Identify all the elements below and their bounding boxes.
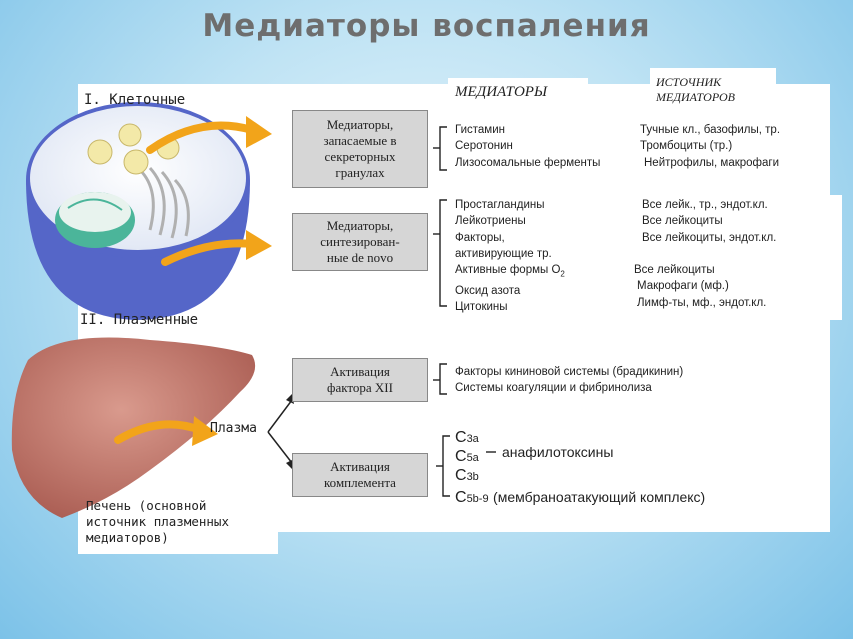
list-item: Все лейк., тр., эндот.кл. bbox=[642, 199, 768, 211]
box-line: синтезирован- bbox=[320, 234, 400, 249]
list-item: Макрофаги (мф.) bbox=[637, 280, 729, 293]
header-source-line1: ИСТОЧНИК bbox=[656, 75, 722, 89]
complement-base: С bbox=[455, 429, 467, 446]
list-item: активирующие тр. bbox=[455, 247, 552, 260]
box-line: комплемента bbox=[324, 475, 396, 490]
content-panel-footer bbox=[78, 528, 278, 554]
page-title: Медиаторы воспаления bbox=[202, 8, 651, 44]
list-item-text: Активные формы O bbox=[455, 264, 561, 277]
box-de-novo-mediators: Медиаторы, синтезирован- ные de novo bbox=[292, 213, 428, 271]
list-item bbox=[634, 246, 776, 262]
box-complement: Активация комплемента bbox=[292, 453, 428, 497]
box-line: гранулах bbox=[335, 165, 385, 180]
header-tab-mediators bbox=[448, 78, 588, 100]
orange-arrows bbox=[114, 121, 256, 444]
section-cellular: I. Клеточные bbox=[84, 92, 186, 108]
brackets bbox=[433, 126, 496, 497]
list-factor-xii: Факторы кининовой системы (брадикинин) С… bbox=[455, 364, 683, 397]
list-item: Факторы, bbox=[455, 231, 505, 244]
header-tab-source bbox=[650, 68, 776, 108]
list-item: Все лейкоциты bbox=[642, 215, 723, 228]
complement-item: С3a bbox=[455, 429, 479, 448]
granule-icons bbox=[87, 123, 180, 175]
list-item: Гистамин bbox=[455, 124, 505, 136]
list-granule-sources: Тучные кл., базофилы, тр. Тромбоциты (тр… bbox=[640, 122, 780, 171]
box-line: ные de novo bbox=[326, 250, 394, 265]
complement-base: С bbox=[455, 467, 467, 484]
list-item: Серотонин bbox=[455, 140, 513, 153]
list-item: Лейкотриены bbox=[455, 215, 526, 228]
list-item: Системы коагуляции и фибринолиза bbox=[455, 382, 652, 395]
list-granule-mediators: Гистамин Серотонин Лизосомальные фермент… bbox=[455, 122, 600, 171]
complement-list: С3a С5a С3b bbox=[455, 429, 479, 486]
list-denovo-sources: Все лейк., тр., эндот.кл. Все лейкоциты … bbox=[634, 197, 776, 311]
cell-illustration bbox=[26, 102, 250, 320]
list-item: Все лейкоциты bbox=[634, 264, 715, 277]
list-item: Лизосомальные ферменты bbox=[455, 156, 601, 169]
list-item: Оксид азота bbox=[455, 284, 521, 297]
content-panel-side bbox=[810, 195, 842, 320]
complement-sub: 5b-9 bbox=[466, 493, 489, 505]
liver-label-line: Печень (основной bbox=[86, 498, 207, 513]
list-item: Нейтрофилы, макрофаги bbox=[644, 156, 780, 169]
box-line: фактора XII bbox=[327, 380, 393, 395]
complement-base: С bbox=[455, 448, 467, 465]
list-item: Факторы кининовой системы (брадикинин) bbox=[455, 366, 684, 378]
complement-base: С bbox=[455, 489, 467, 506]
liver-label: Печень (основной источник плазменных мед… bbox=[86, 498, 229, 546]
complement-sub: 3b bbox=[466, 471, 479, 483]
complement-sub: 5a bbox=[466, 452, 479, 464]
list-denovo-mediators: Простагландины Лейкотриены Факторы, акти… bbox=[455, 197, 565, 315]
orange-arrowheads bbox=[192, 116, 272, 446]
oxygen-subscript: 2 bbox=[560, 269, 565, 279]
liver-label-line: источник плазменных bbox=[86, 514, 229, 529]
plasma-label: Плазма bbox=[210, 421, 257, 436]
mac-label: (мембраноатакующий комплекс) bbox=[493, 489, 706, 505]
list-item: Простагландины bbox=[455, 199, 545, 211]
header-source: ИСТОЧНИК МЕДИАТОРОВ bbox=[656, 75, 735, 105]
list-item: Тромбоциты (тр.) bbox=[640, 140, 733, 153]
box-line: секреторных bbox=[324, 149, 396, 164]
box-line: Активация bbox=[330, 459, 390, 474]
mac-item: С5b-9 (мембраноатакующий комплекс) bbox=[455, 489, 705, 507]
box-line: Активация bbox=[330, 364, 390, 379]
list-item: Цитокины bbox=[455, 301, 508, 314]
box-granule-mediators: Медиаторы, запасаемые в секреторных гран… bbox=[292, 110, 428, 188]
complement-item: С5a bbox=[455, 448, 479, 467]
section-plasma: II. Плазменные bbox=[80, 312, 199, 328]
anaphylatoxins-label: анафилотоксины bbox=[502, 444, 614, 460]
box-line: Медиаторы, bbox=[326, 218, 394, 233]
liver-illustration bbox=[11, 337, 256, 518]
complement-sub: 3a bbox=[466, 433, 479, 445]
list-item-oxygen: Активные формы O2 bbox=[455, 262, 565, 283]
list-item: Все лейкоциты, эндот.кл. bbox=[642, 231, 777, 244]
list-item: Лимф-ты, мф., эндот.кл. bbox=[637, 296, 767, 309]
box-line: Медиаторы, bbox=[326, 117, 394, 132]
list-item: Тучные кл., базофилы, тр. bbox=[640, 124, 781, 136]
header-mediators: МЕДИАТОРЫ bbox=[455, 84, 548, 100]
box-line: запасаемые в bbox=[323, 133, 397, 148]
header-source-line2: МЕДИАТОРОВ bbox=[656, 90, 736, 104]
liver-label-line: медиаторов) bbox=[86, 530, 169, 545]
box-factor-xii: Активация фактора XII bbox=[292, 358, 428, 402]
complement-item: С3b bbox=[455, 467, 479, 486]
plasma-arrows bbox=[267, 399, 293, 464]
